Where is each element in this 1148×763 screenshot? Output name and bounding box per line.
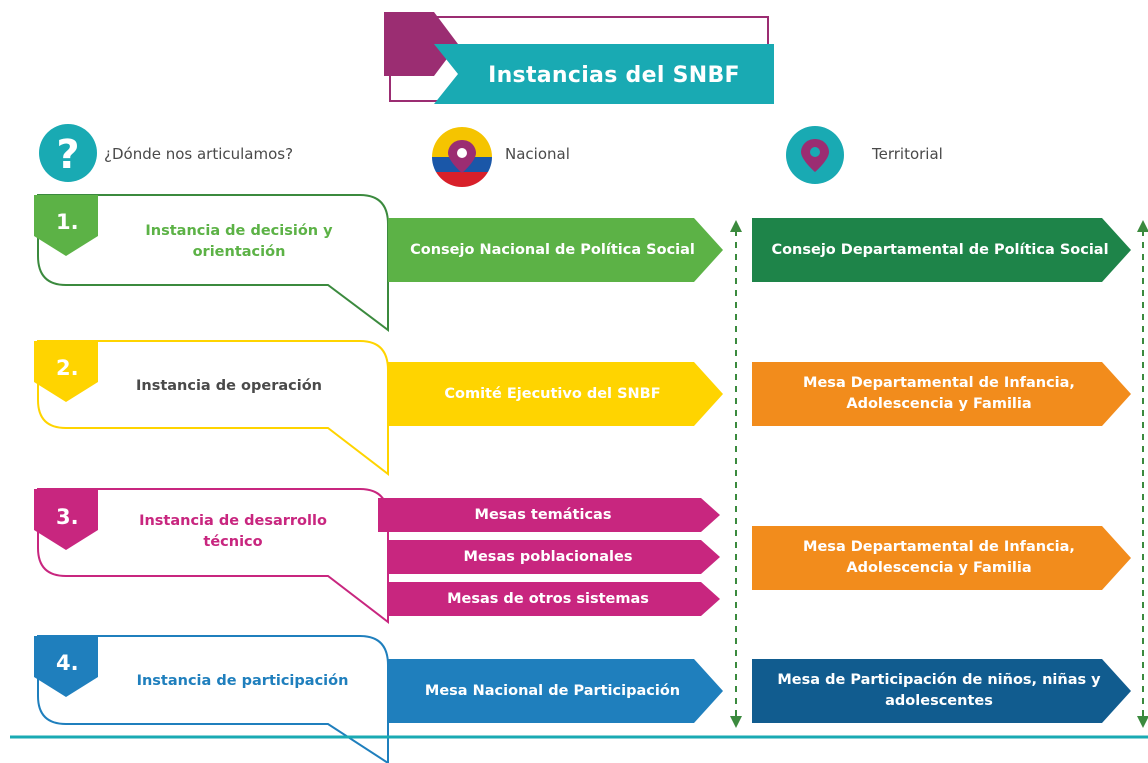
instancia-3-callout	[34, 488, 389, 625]
dashed-connector-2	[1137, 220, 1148, 728]
instancia-3-label: Instancia de desarrollo técnico	[139, 513, 327, 550]
page-title: Instancias del SNBF	[488, 62, 740, 88]
instancia-3-number: 3.	[56, 505, 79, 529]
arrow-mesa-nacional-participacion	[388, 659, 723, 723]
arrow-consejo-departamental	[752, 218, 1131, 282]
svg-text:?: ?	[56, 132, 79, 178]
question-label: ¿Dónde nos articulamos?	[104, 145, 294, 163]
consejo-nacional-label: Consejo Nacional de Política Social	[410, 241, 695, 258]
mesa-departamental-1-label: Mesa Departamental de Infancia, Adolesce…	[803, 375, 1075, 412]
instancia-4-number: 4.	[56, 651, 79, 675]
colombia-flag-pin-icon	[432, 127, 492, 187]
mesas-otros-sistemas-label: Mesas de otros sistemas	[447, 590, 649, 607]
mesas-poblacionales-label: Mesas poblacionales	[463, 548, 633, 565]
comite-ejecutivo-label: Comité Ejecutivo del SNBF	[444, 385, 661, 402]
consejo-departamental-label: Consejo Departamental de Política Social	[771, 241, 1109, 258]
instancia-2-callout	[34, 340, 389, 477]
question-icon: ?	[39, 124, 97, 182]
territorial-label: Territorial	[872, 145, 943, 163]
location-pin-icon	[786, 126, 844, 184]
arrow-mesas-tematicas	[378, 498, 720, 532]
mesa-nacional-participacion-label: Mesa Nacional de Participación	[424, 682, 681, 699]
instancia-4-callout	[34, 635, 389, 763]
instancia-1-number: 1.	[56, 210, 79, 234]
dashed-connector-1	[730, 220, 742, 728]
mesa-participacion-nna-label: Mesa de Participación de niños, niñas y …	[777, 672, 1101, 709]
title-banner	[384, 12, 774, 104]
arrow-consejo-nacional	[388, 218, 723, 282]
arrow-comite-ejecutivo	[388, 362, 723, 426]
arrow-mesas-poblacionales	[388, 540, 720, 574]
nacional-label: Nacional	[505, 145, 570, 163]
instancia-1-label: Instancia de decisión y orientación	[145, 223, 333, 260]
instancia-4-label: Instancia de participación	[136, 672, 349, 689]
arrow-mesas-otros-sistemas	[388, 582, 720, 616]
mesa-departamental-2-label: Mesa Departamental de Infancia, Adolesce…	[803, 539, 1075, 576]
instancia-2-number: 2.	[56, 356, 79, 380]
instancia-2-label: Instancia de operación	[135, 377, 322, 394]
arrow-mesa-departamental-1	[752, 362, 1131, 426]
arrow-mesa-participacion-nna	[752, 659, 1131, 723]
arrow-mesa-departamental-2	[752, 526, 1131, 590]
mesas-tematicas-label: Mesas temáticas	[474, 506, 612, 523]
instancia-1-callout	[34, 194, 389, 332]
